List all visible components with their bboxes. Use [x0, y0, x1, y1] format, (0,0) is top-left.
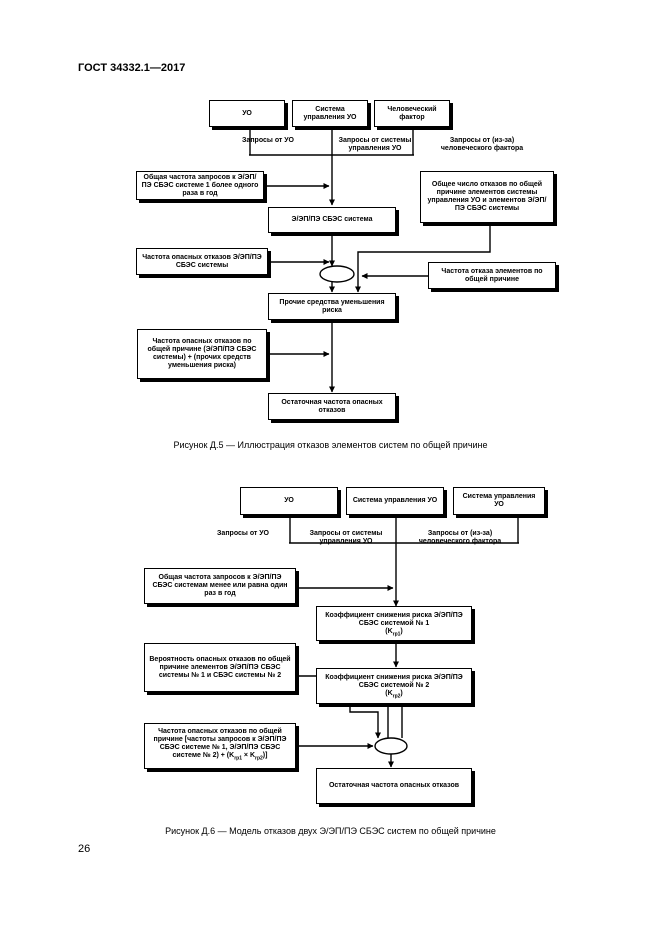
d6-label-demands-human: Запросы от (из-за) человеческого фактора [418, 530, 502, 545]
d6-caption: Рисунок Д.6 — Модель отказов двух Э/ЭП/П… [165, 826, 496, 836]
d6-rrf2-symbol: (Krp2) [385, 690, 403, 700]
d6-rrf1-symbol: (Krp1) [385, 627, 403, 637]
d5-label-demands-uo: Запросы от УО [242, 137, 294, 144]
d5-box-dangerous-failure-freq: Частота опасных отказов Э/ЭП/ПЭ СБЭС сис… [136, 248, 268, 275]
d5-arrow-common-cause [355, 224, 491, 293]
d5-junction [319, 265, 355, 283]
d5-box-human-factor: Человеческий фактор [374, 100, 450, 127]
d5-box-total-demand-freq: Общая частота запросов к Э/ЭП/ПЭ СБЭС си… [136, 171, 264, 200]
d5-box-combined-freq: Частота опасных отказов по общей причине… [137, 329, 267, 379]
d6-box-uo: УО [240, 487, 338, 515]
d6-rrf1-text: Коэффициент снижения риска Э/ЭП/ПЭ СБЭС … [325, 611, 463, 627]
d6-box-rrf1: Коэффициент снижения риска Э/ЭП/ПЭ СБЭС … [316, 606, 472, 641]
d5-box-control-system: Система управления УО [292, 100, 368, 127]
d6-junction [374, 737, 408, 755]
d5-box-common-cause-freq: Общее число отказов по общей причине эле… [420, 171, 554, 223]
d6-box-control-system-2: Система управления УО [453, 487, 545, 515]
d5-box-uo: УО [209, 100, 285, 127]
d5-label-demands-human: Запросы от (из-за) человеческого фактора [440, 137, 524, 152]
d5-caption: Рисунок Д.5 — Иллюстрация отказов элемен… [173, 440, 488, 450]
d6-label-demands-uo: Запросы от УО [217, 530, 269, 537]
d6-box-total-demand-freq: Общая частота запросов к Э/ЭП/ПЭ СБЭС си… [144, 568, 296, 604]
d6-label-demands-control: Запросы от системы управления УО [309, 530, 383, 545]
d6-box-rrf2: Коэффициент снижения риска Э/ЭП/ПЭ СБЭС … [316, 668, 472, 704]
d5-box-residual-freq: Остаточная частота опасных отказов [268, 393, 396, 420]
d6-rrf2-text: Коэффициент снижения риска Э/ЭП/ПЭ СБЭС … [325, 674, 463, 689]
d6-box-residual-freq: Остаточная частота опасных отказов [316, 768, 472, 804]
d5-label-demands-control: Запросы от системы управления УО [338, 137, 412, 152]
d6-box-control-system: Система управления УО [346, 487, 444, 515]
d6-box-combined-freq: Частота опасных отказов по общей причине… [144, 723, 296, 769]
page-number: 26 [78, 843, 91, 855]
d5-box-other-risk-reduction: Прочие средства уменьшения риска [268, 293, 396, 320]
d5-box-sbes-system: Э/ЭП/ПЭ СБЭС система [268, 207, 396, 233]
d6-box-ccf-probability: Вероятность опасных отказов по общей при… [144, 643, 296, 692]
document-header: ГОСТ 34332.1—2017 [78, 62, 186, 74]
d5-box-ccf-element-freq: Частота отказа элементов по общей причин… [428, 262, 556, 289]
